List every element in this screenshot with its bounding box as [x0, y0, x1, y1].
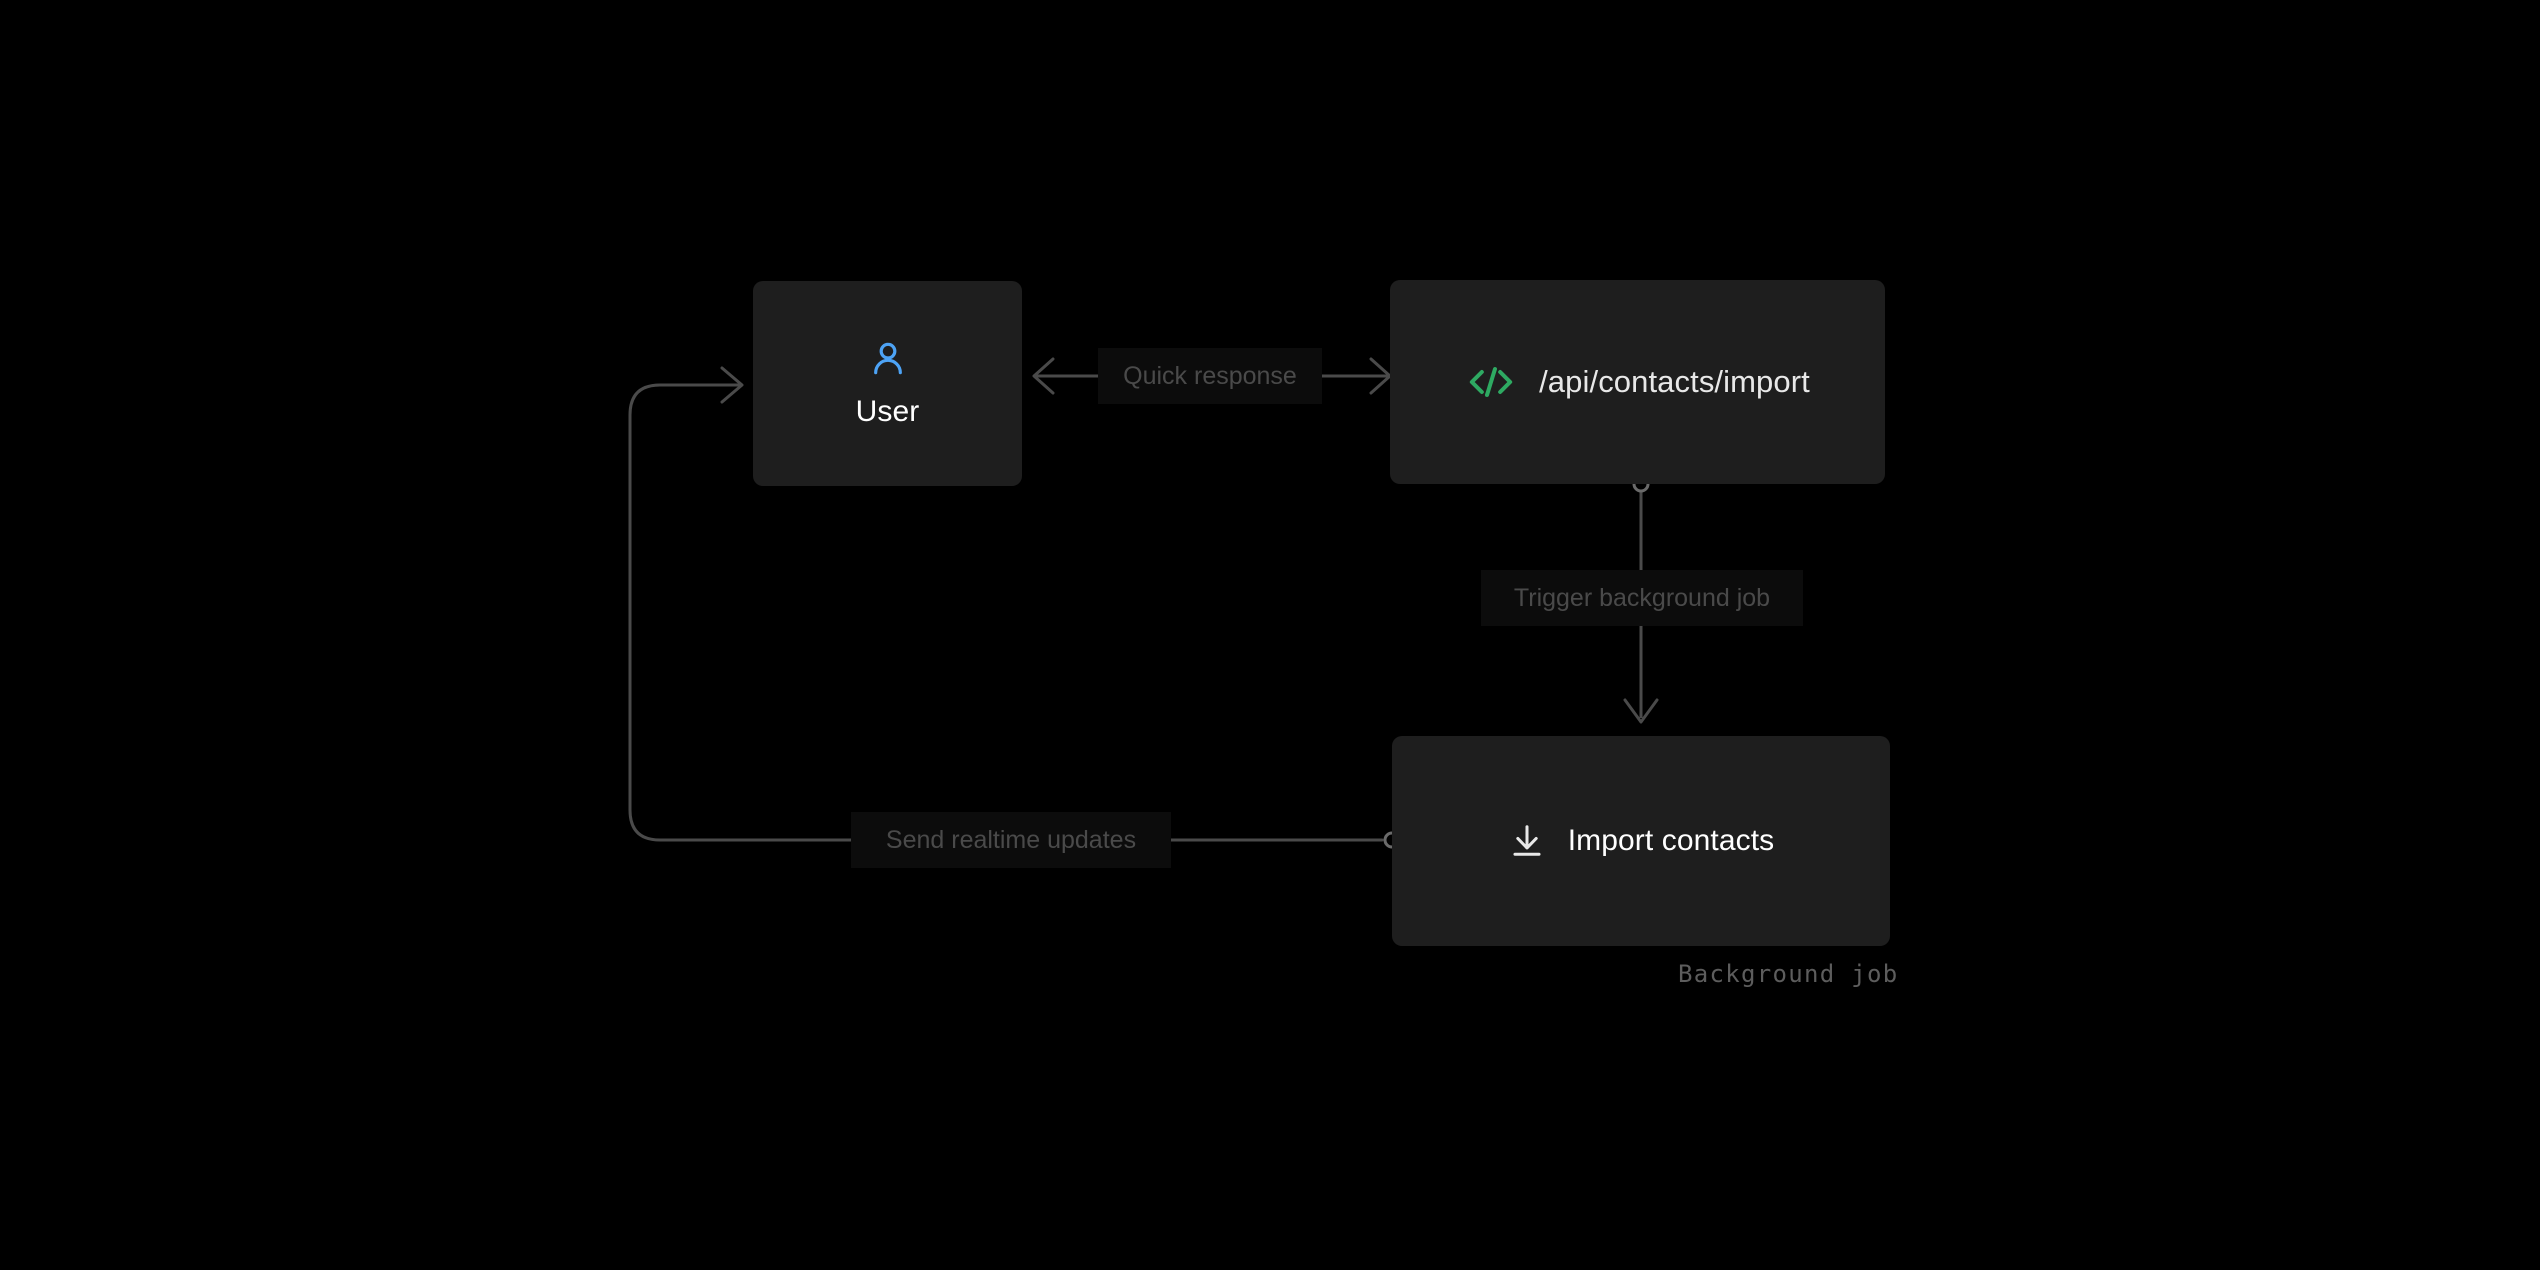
- code-icon: [1465, 362, 1517, 402]
- node-user[interactable]: User: [753, 281, 1022, 486]
- edge-label-trigger-background-job: Trigger background job: [1481, 570, 1803, 626]
- node-api-endpoint-label: /api/contacts/import: [1539, 364, 1810, 399]
- user-icon: [868, 339, 908, 379]
- node-import-contacts[interactable]: Import contacts: [1392, 736, 1890, 946]
- download-icon: [1508, 822, 1546, 860]
- arrowhead-down-icon: [1623, 698, 1659, 724]
- node-api-endpoint[interactable]: /api/contacts/import: [1390, 280, 1885, 484]
- annotation-background-job: Background job: [1678, 960, 1899, 988]
- arrowhead-right-icon: [1369, 357, 1392, 395]
- node-import-contacts-label: Import contacts: [1567, 824, 1775, 857]
- arrowhead-right-icon: [720, 366, 744, 404]
- arrowhead-left-icon: [1032, 357, 1055, 395]
- node-user-label: User: [855, 394, 920, 428]
- edge-label-quick-response: Quick response: [1098, 348, 1322, 404]
- edge-label-send-realtime-updates: Send realtime updates: [851, 812, 1171, 868]
